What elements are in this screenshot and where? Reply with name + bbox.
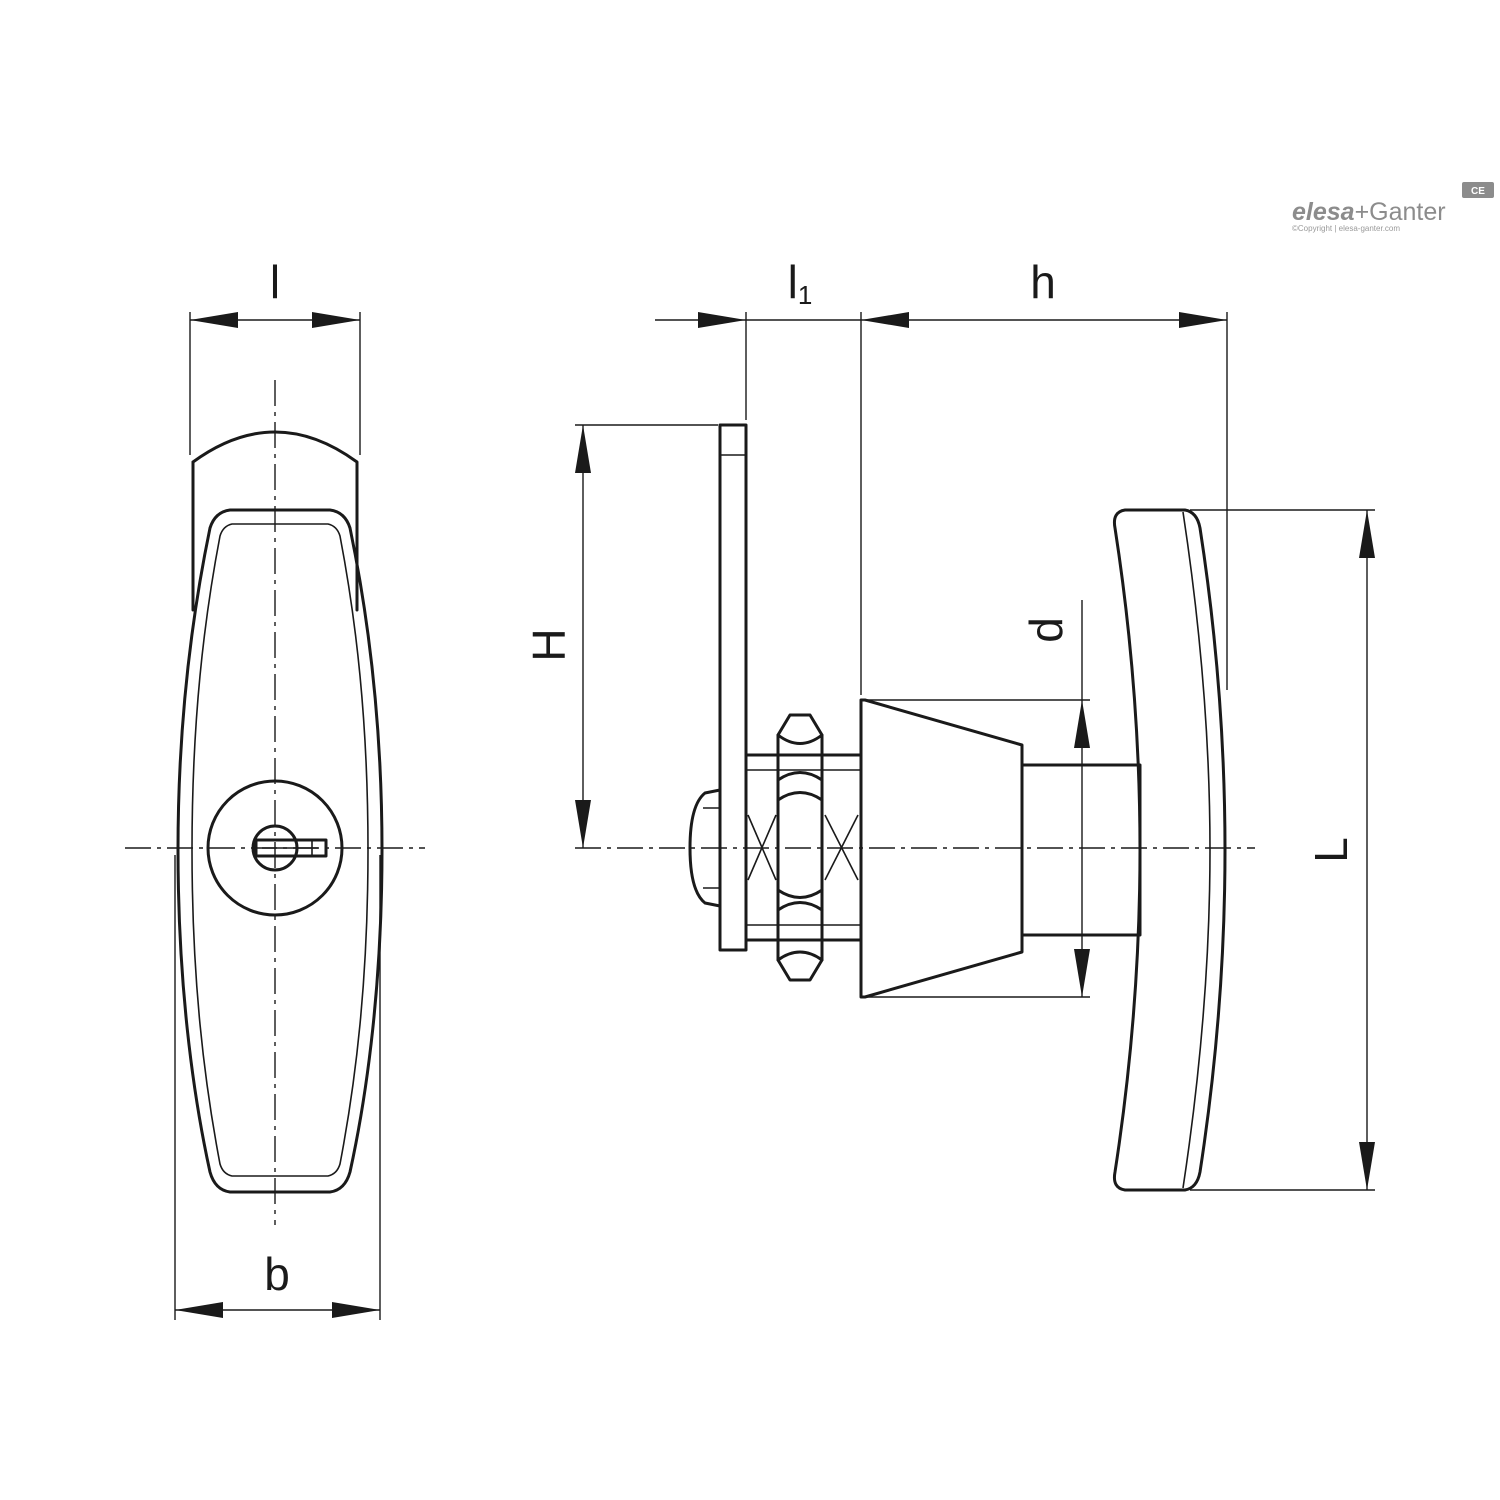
dimension-l1: l1 xyxy=(655,256,861,420)
dimension-h-label: h xyxy=(1030,256,1056,308)
handle-shaft xyxy=(1020,763,1142,937)
dimension-l-label: l xyxy=(270,256,280,308)
hex-nut xyxy=(776,713,824,982)
dimension-l1-label: l1 xyxy=(788,256,813,310)
ce-mark-badge xyxy=(1462,182,1494,198)
brand-name-ganter: +Ganter xyxy=(1355,198,1446,226)
dimension-H: H xyxy=(523,424,718,848)
brand-logo: CE elesa+Ganter ©Copyright | elesa-gante… xyxy=(1292,182,1494,233)
t-handle-side xyxy=(1113,508,1227,1192)
dimension-h: h xyxy=(860,256,1228,695)
brand-name: elesa+Ganter xyxy=(1292,198,1446,226)
side-view: l1 h H d xyxy=(523,256,1375,1192)
screw-end xyxy=(688,788,722,908)
dimension-l: l xyxy=(189,256,361,455)
front-view: l b xyxy=(125,256,425,1320)
dimension-b: b xyxy=(174,855,381,1320)
cam-plate xyxy=(718,423,748,952)
front-view-back-body xyxy=(191,430,359,612)
dimension-L: L xyxy=(1190,509,1375,1191)
dimension-L-label: L xyxy=(1305,837,1357,863)
dimension-d: d xyxy=(865,600,1090,998)
brand-name-elesa: elesa xyxy=(1292,198,1355,226)
front-view-handle-outline xyxy=(176,508,384,1194)
t-handle-edge xyxy=(1182,511,1211,1189)
brand-copyright: ©Copyright | elesa-ganter.com xyxy=(1292,224,1400,233)
dimension-b-label: b xyxy=(264,1248,290,1300)
dimension-d-label: d xyxy=(1020,617,1072,643)
dimension-H-label: H xyxy=(523,628,575,661)
ce-mark: CE xyxy=(1471,186,1485,197)
front-view-handle-recess xyxy=(191,523,369,1177)
